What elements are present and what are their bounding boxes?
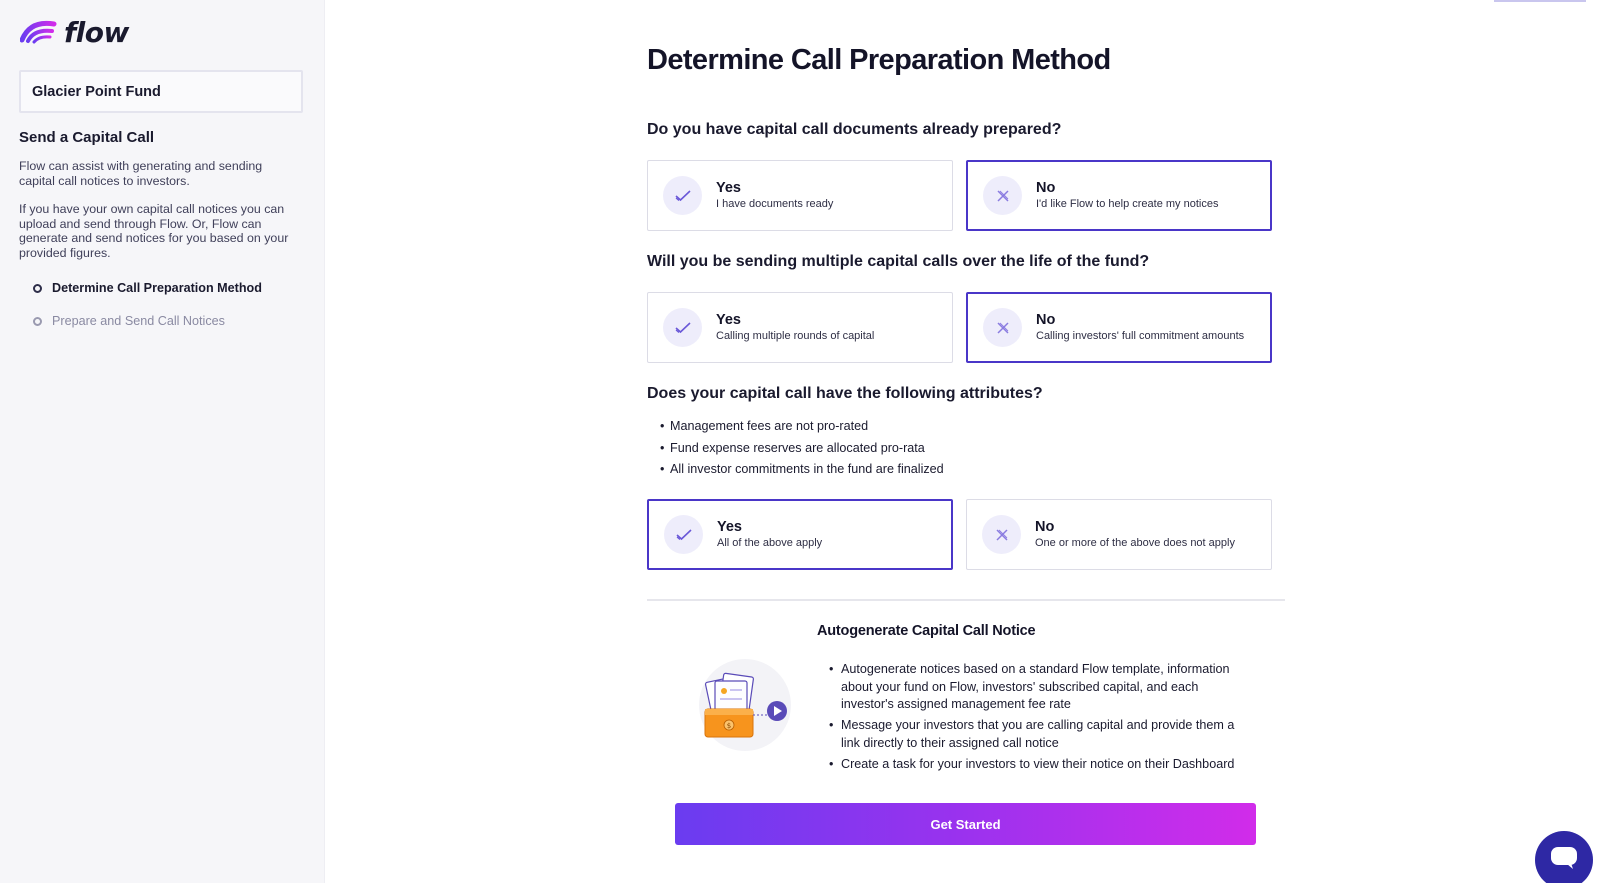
fund-selector[interactable]: Glacier Point Fund (19, 70, 303, 113)
option-subtitle: Calling multiple rounds of capital (716, 330, 875, 342)
flow-logo-icon (19, 16, 58, 49)
top-edge-hint (1494, 0, 1586, 2)
option-documents-no[interactable]: No I'd like Flow to help create my notic… (966, 160, 1272, 231)
svg-text:$: $ (727, 722, 731, 730)
option-subtitle: I'd like Flow to help create my notices (1036, 198, 1219, 210)
option-subtitle: I have documents ready (716, 198, 834, 210)
list-item: Autogenerate notices based on a standard… (827, 661, 1237, 714)
check-icon (663, 176, 702, 215)
option-title: Yes (716, 180, 741, 196)
option-title: No (1035, 519, 1055, 535)
question-attributes: Does your capital call have the followin… (647, 385, 1043, 402)
notice-illustration: $ (695, 657, 795, 753)
chat-widget-button[interactable] (1535, 831, 1593, 883)
step-indicator-icon (33, 283, 42, 293)
option-attributes-yes[interactable]: Yes All of the above apply (647, 499, 953, 570)
step-label: Determine Call Preparation Method (52, 281, 262, 295)
option-title: Yes (716, 312, 741, 328)
sidebar-heading: Send a Capital Call (19, 129, 155, 146)
autogenerate-bullets: Autogenerate notices based on a standard… (827, 661, 1237, 777)
list-item: Message your investors that you are call… (827, 717, 1237, 752)
get-started-button[interactable]: Get Started (675, 803, 1256, 845)
option-subtitle: Calling investors' full commitment amoun… (1036, 330, 1245, 342)
option-title: Yes (717, 519, 742, 535)
step-prepare-send[interactable]: Prepare and Send Call Notices (33, 314, 225, 328)
attributes-list: Management fees are not pro-rated Fund e… (647, 416, 944, 481)
step-indicator-icon (33, 316, 42, 326)
x-icon (983, 308, 1022, 347)
autogenerate-title: Autogenerate Capital Call Notice (817, 623, 1036, 639)
option-title: No (1036, 312, 1056, 328)
step-label: Prepare and Send Call Notices (52, 314, 225, 328)
flow-logo-text: flow (64, 16, 129, 49)
list-item: Management fees are not pro-rated (647, 416, 944, 438)
section-divider (647, 599, 1285, 601)
option-subtitle: All of the above apply (717, 537, 823, 549)
option-multiple-calls-yes[interactable]: Yes Calling multiple rounds of capital (647, 292, 953, 363)
sidebar-description-1: Flow can assist with generating and send… (19, 159, 263, 188)
question-multiple-calls: Will you be sending multiple capital cal… (647, 253, 1150, 270)
option-multiple-calls-no[interactable]: No Calling investors' full commitment am… (966, 292, 1272, 363)
option-title: No (1036, 180, 1056, 196)
check-icon (663, 308, 702, 347)
question-documents-prepared: Do you have capital call documents alrea… (647, 121, 1062, 138)
check-icon (664, 515, 703, 554)
option-attributes-no[interactable]: No One or more of the above does not app… (966, 499, 1272, 570)
chat-bubble-icon (1549, 845, 1579, 876)
option-subtitle: One or more of the above does not apply (1035, 537, 1235, 549)
flow-logo[interactable]: flow (19, 16, 129, 49)
sidebar-description-2: If you have your own capital call notice… (19, 202, 289, 260)
page-title: Determine Call Preparation Method (647, 44, 1111, 76)
x-icon (982, 515, 1021, 554)
list-item: All investor commitments in the fund are… (647, 459, 944, 481)
list-item: Create a task for your investors to view… (827, 756, 1237, 774)
step-determine-method[interactable]: Determine Call Preparation Method (33, 281, 262, 295)
option-documents-yes[interactable]: Yes I have documents ready (647, 160, 953, 231)
sidebar: flow Glacier Point Fund Send a Capital C… (0, 0, 325, 883)
list-item: Fund expense reserves are allocated pro-… (647, 438, 944, 460)
x-icon (983, 176, 1022, 215)
